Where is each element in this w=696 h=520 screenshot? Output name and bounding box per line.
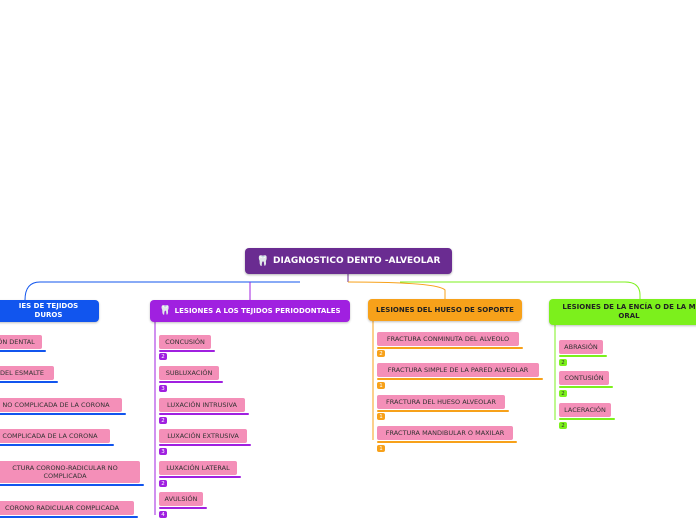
count-badge: 1 — [377, 445, 385, 452]
count-badge: 2 — [159, 353, 167, 360]
count-badge: 2 — [559, 422, 567, 429]
branch-hueso-soporte[interactable]: LESIONES DEL HUESO DE SOPORTE — [368, 299, 522, 321]
leaf-label: ABRASIÓN — [564, 343, 598, 351]
leaf-item[interactable]: NO COMPLICADA DE LA CORONA — [0, 398, 126, 415]
leaf-item[interactable]: FRACTURA SIMPLE DE LA PARED ALVEOLAR — [377, 363, 543, 380]
leaf-item[interactable]: ABRASIÓN — [559, 340, 607, 357]
leaf-label: ÓN DENTAL — [0, 338, 35, 346]
leaf-label: DEL ESMALTE — [0, 369, 44, 377]
leaf-item[interactable]: LUXACIÓN LATERAL — [159, 461, 241, 478]
leaf-item[interactable]: FRACTURA DEL HUESO ALVEOLAR — [377, 395, 509, 412]
leaf-item[interactable]: DEL ESMALTE — [0, 366, 58, 383]
leaf-item[interactable]: CONTUSIÓN — [559, 371, 613, 388]
leaf-label: LUXACIÓN INTRUSIVA — [167, 401, 237, 409]
count-badge: 2 — [377, 350, 385, 357]
count-badge: 1 — [377, 382, 385, 389]
leaf-item[interactable]: COMPLICADA DE LA CORONA — [0, 429, 114, 446]
leaf-item[interactable]: ÓN DENTAL — [0, 335, 46, 352]
leaf-label: FRACTURA SIMPLE DE LA PARED ALVEOLAR — [387, 366, 529, 374]
branch-encia-mucosa[interactable]: LESIONES DE LA ENCÍA O DE LA M ORAL — [549, 299, 696, 325]
tooth-icon: 🦷 — [256, 255, 270, 267]
branch-1-connector — [24, 281, 300, 301]
count-badge: 2 — [159, 480, 167, 487]
leaf-label: CTURA CORONO-RADICULAR NO COMPLICADA — [12, 464, 118, 480]
leaf-item[interactable]: CTURA CORONO-RADICULAR NO COMPLICADA — [0, 461, 144, 486]
leaf-item[interactable]: CORONO RADICULAR COMPLICADA — [0, 501, 138, 518]
count-badge: 2 — [159, 417, 167, 424]
leaf-item[interactable]: LACERACIÓN — [559, 403, 615, 420]
leaf-label: CONCUSIÓN — [165, 338, 205, 346]
leaf-label: NO COMPLICADA DE LA CORONA — [2, 401, 110, 409]
count-badge: 3 — [159, 385, 167, 392]
leaf-label: AVULSIÓN — [164, 495, 198, 503]
root-node[interactable]: 🦷 DIAGNOSTICO DENTO -ALVEOLAR — [245, 248, 452, 274]
count-badge: 3 — [159, 448, 167, 455]
branch-label: IES DE TEJIDOS DUROS — [18, 302, 79, 319]
branch-tejidos-periodontales[interactable]: 🦷 LESIONES A LOS TEJIDOS PERIODONTALES — [150, 300, 350, 322]
leaf-item[interactable]: SUBLUXACIÓN — [159, 366, 223, 383]
leaf-item[interactable]: AVULSIÓN — [159, 492, 207, 509]
leaf-label: LUXACIÓN EXTRUSIVA — [167, 432, 239, 440]
branch-tejidos-duros[interactable]: IES DE TEJIDOS DUROS — [0, 300, 99, 322]
leaf-label: COMPLICADA DE LA CORONA — [2, 432, 98, 440]
tooth-icon: 🦷 — [159, 305, 171, 316]
leaf-item[interactable]: FRACTURA MANDIBULAR O MAXILAR — [377, 426, 517, 443]
leaf-label: SUBLUXACIÓN — [165, 369, 213, 377]
count-badge: 4 — [159, 511, 167, 518]
leaf-label: LUXACIÓN LATERAL — [166, 464, 230, 472]
leaf-item[interactable]: CONCUSIÓN — [159, 335, 215, 352]
leaf-item[interactable]: FRACTURA CONMINUTA DEL ALVEOLO — [377, 332, 523, 349]
count-badge: 1 — [377, 413, 385, 420]
branch-label: LESIONES DEL HUESO DE SOPORTE — [376, 305, 514, 314]
count-badge: 2 — [559, 390, 567, 397]
leaf-label: FRACTURA CONMINUTA DEL ALVEOLO — [386, 335, 510, 343]
leaf-label: CONTUSIÓN — [564, 374, 604, 382]
branch-label: LESIONES A LOS TEJIDOS PERIODONTALES — [174, 306, 341, 315]
branch-3-connector — [347, 281, 446, 299]
count-badge: 2 — [559, 359, 567, 366]
leaf-label: FRACTURA DEL HUESO ALVEOLAR — [386, 398, 496, 406]
branch-4-connector — [400, 281, 641, 299]
leaf-label: FRACTURA MANDIBULAR O MAXILAR — [385, 429, 505, 437]
leaf-label: LACERACIÓN — [564, 406, 606, 414]
leaf-label: CORONO RADICULAR COMPLICADA — [4, 504, 120, 512]
leaf-item[interactable]: LUXACIÓN EXTRUSIVA — [159, 429, 251, 446]
leaf-item[interactable]: LUXACIÓN INTRUSIVA — [159, 398, 249, 415]
branch-label: LESIONES DE LA ENCÍA O DE LA M ORAL — [562, 303, 696, 320]
root-label: DIAGNOSTICO DENTO -ALVEOLAR — [273, 256, 441, 266]
